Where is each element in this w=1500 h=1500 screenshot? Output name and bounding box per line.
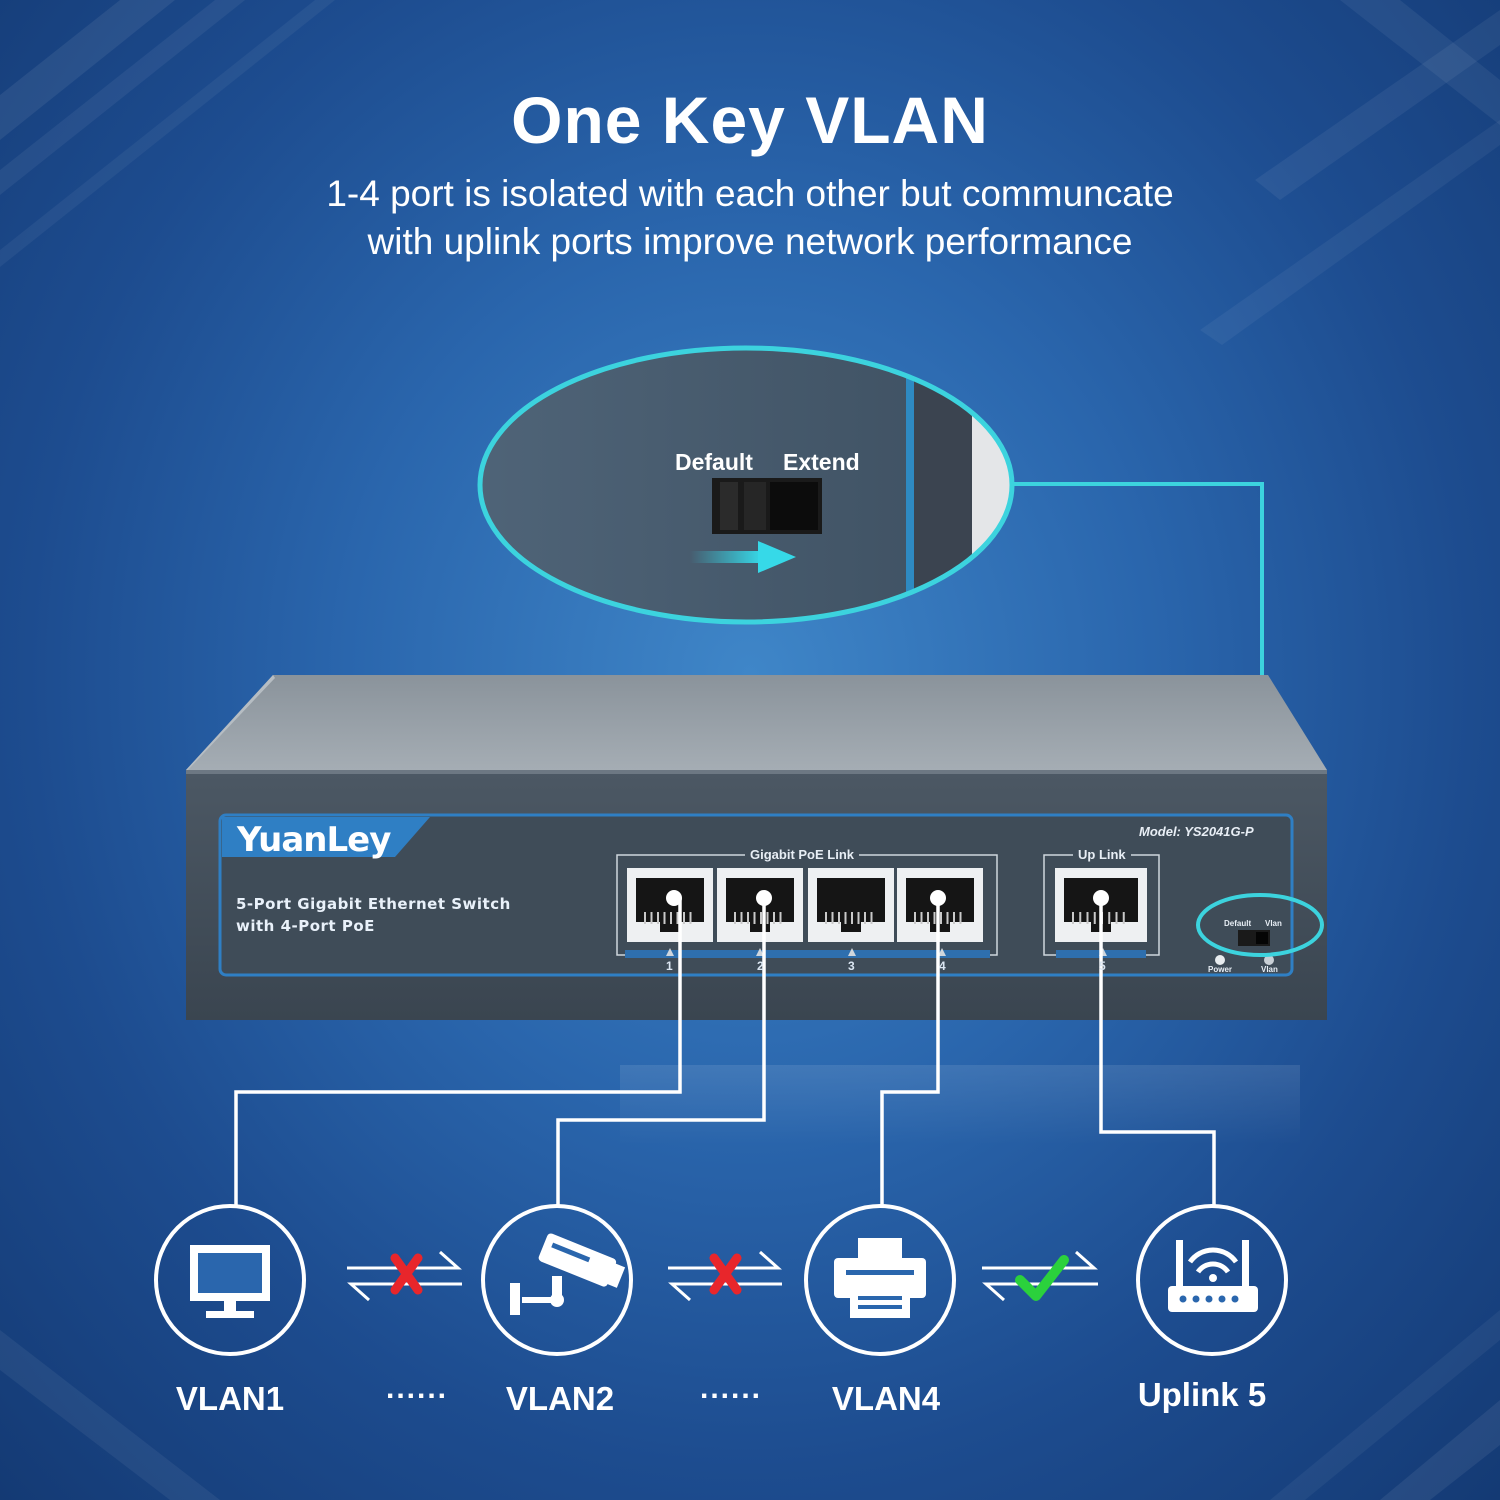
endpoint-circle-vlan1	[154, 1204, 306, 1356]
cables	[234, 898, 1216, 1205]
vlan-led-label: Vlan	[1261, 965, 1278, 974]
rj45-port-1[interactable]	[627, 868, 713, 942]
port-number-2: 2	[757, 959, 764, 973]
slide-arrow-icon	[690, 551, 762, 563]
rj45-port-2[interactable]	[717, 868, 803, 942]
brand-logo: YuanLey	[237, 820, 391, 860]
monitor-icon	[190, 1245, 270, 1318]
port-number-1: 1	[666, 959, 673, 973]
zoom-bubble	[477, 345, 1015, 625]
endpoint-label-vlan4: VLAN4	[831, 1380, 941, 1417]
endpoint-circle-uplink	[1136, 1204, 1288, 1356]
uplink-group-label: Up Link	[1073, 847, 1131, 862]
router-icon	[1168, 1240, 1258, 1312]
device-description-line-2: with 4-Port PoE	[236, 917, 375, 935]
switch-vlan-label: Vlan	[1265, 919, 1282, 928]
switch-highlight-ring	[1196, 893, 1324, 957]
port-number-4: 4	[939, 959, 946, 973]
rj45-port-3[interactable]	[808, 868, 894, 942]
device-description: 5-Port Gigabit Ethernet Switch with 4-Po…	[236, 893, 511, 937]
cable-port-4	[880, 898, 940, 1205]
cable-port-2	[556, 898, 766, 1205]
endpoint-circle-vlan4	[804, 1204, 956, 1356]
security-camera-icon	[510, 1233, 626, 1315]
blocked-x-icon	[390, 1253, 423, 1295]
vlan-led-icon	[1264, 955, 1274, 965]
brand-banner	[222, 817, 430, 857]
port-number-5: 5	[1099, 959, 1106, 973]
page-subtitle: 1-4 port is isolated with each other but…	[0, 170, 1500, 266]
model-number: Model: YS2041G-P	[1139, 824, 1254, 839]
power-led-label: Power	[1208, 965, 1233, 974]
switch-default-label: Default	[1224, 919, 1252, 928]
ports	[627, 868, 1147, 942]
endpoint-label-uplink: Uplink 5	[1137, 1376, 1267, 1413]
link-blocked-1	[347, 1250, 462, 1302]
allowed-check-icon	[1015, 1255, 1069, 1301]
endpoint-label-vlan1: VLAN1	[175, 1380, 285, 1417]
zoom-extend-label: Extend	[783, 449, 860, 475]
page-title: One Key VLAN	[511, 83, 989, 157]
printer-icon	[834, 1238, 926, 1318]
subtitle-line-1: 1-4 port is isolated with each other but…	[326, 173, 1174, 214]
cable-port-5	[1099, 898, 1216, 1205]
endpoint-circle-vlan2	[481, 1204, 633, 1356]
link-allowed	[982, 1250, 1098, 1302]
switch-top	[186, 675, 1327, 770]
subtitle-line-2: with uplink ports improve network perfor…	[367, 221, 1133, 262]
cable-port-1	[234, 898, 682, 1205]
zoom-default-label: Default	[675, 449, 753, 475]
power-led-icon	[1215, 955, 1225, 965]
blocked-x-icon	[709, 1253, 742, 1295]
separator-dots-1: ......	[386, 1372, 449, 1405]
endpoint-label-vlan2: VLAN2	[505, 1380, 615, 1417]
poe-group-label: Gigabit PoE Link	[745, 847, 860, 862]
port-number-3: 3	[848, 959, 855, 973]
device-description-line-1: 5-Port Gigabit Ethernet Switch	[236, 895, 511, 913]
separator-dots-2: ......	[700, 1372, 763, 1405]
network-switch	[186, 675, 1327, 1020]
link-blocked-2	[668, 1250, 782, 1302]
